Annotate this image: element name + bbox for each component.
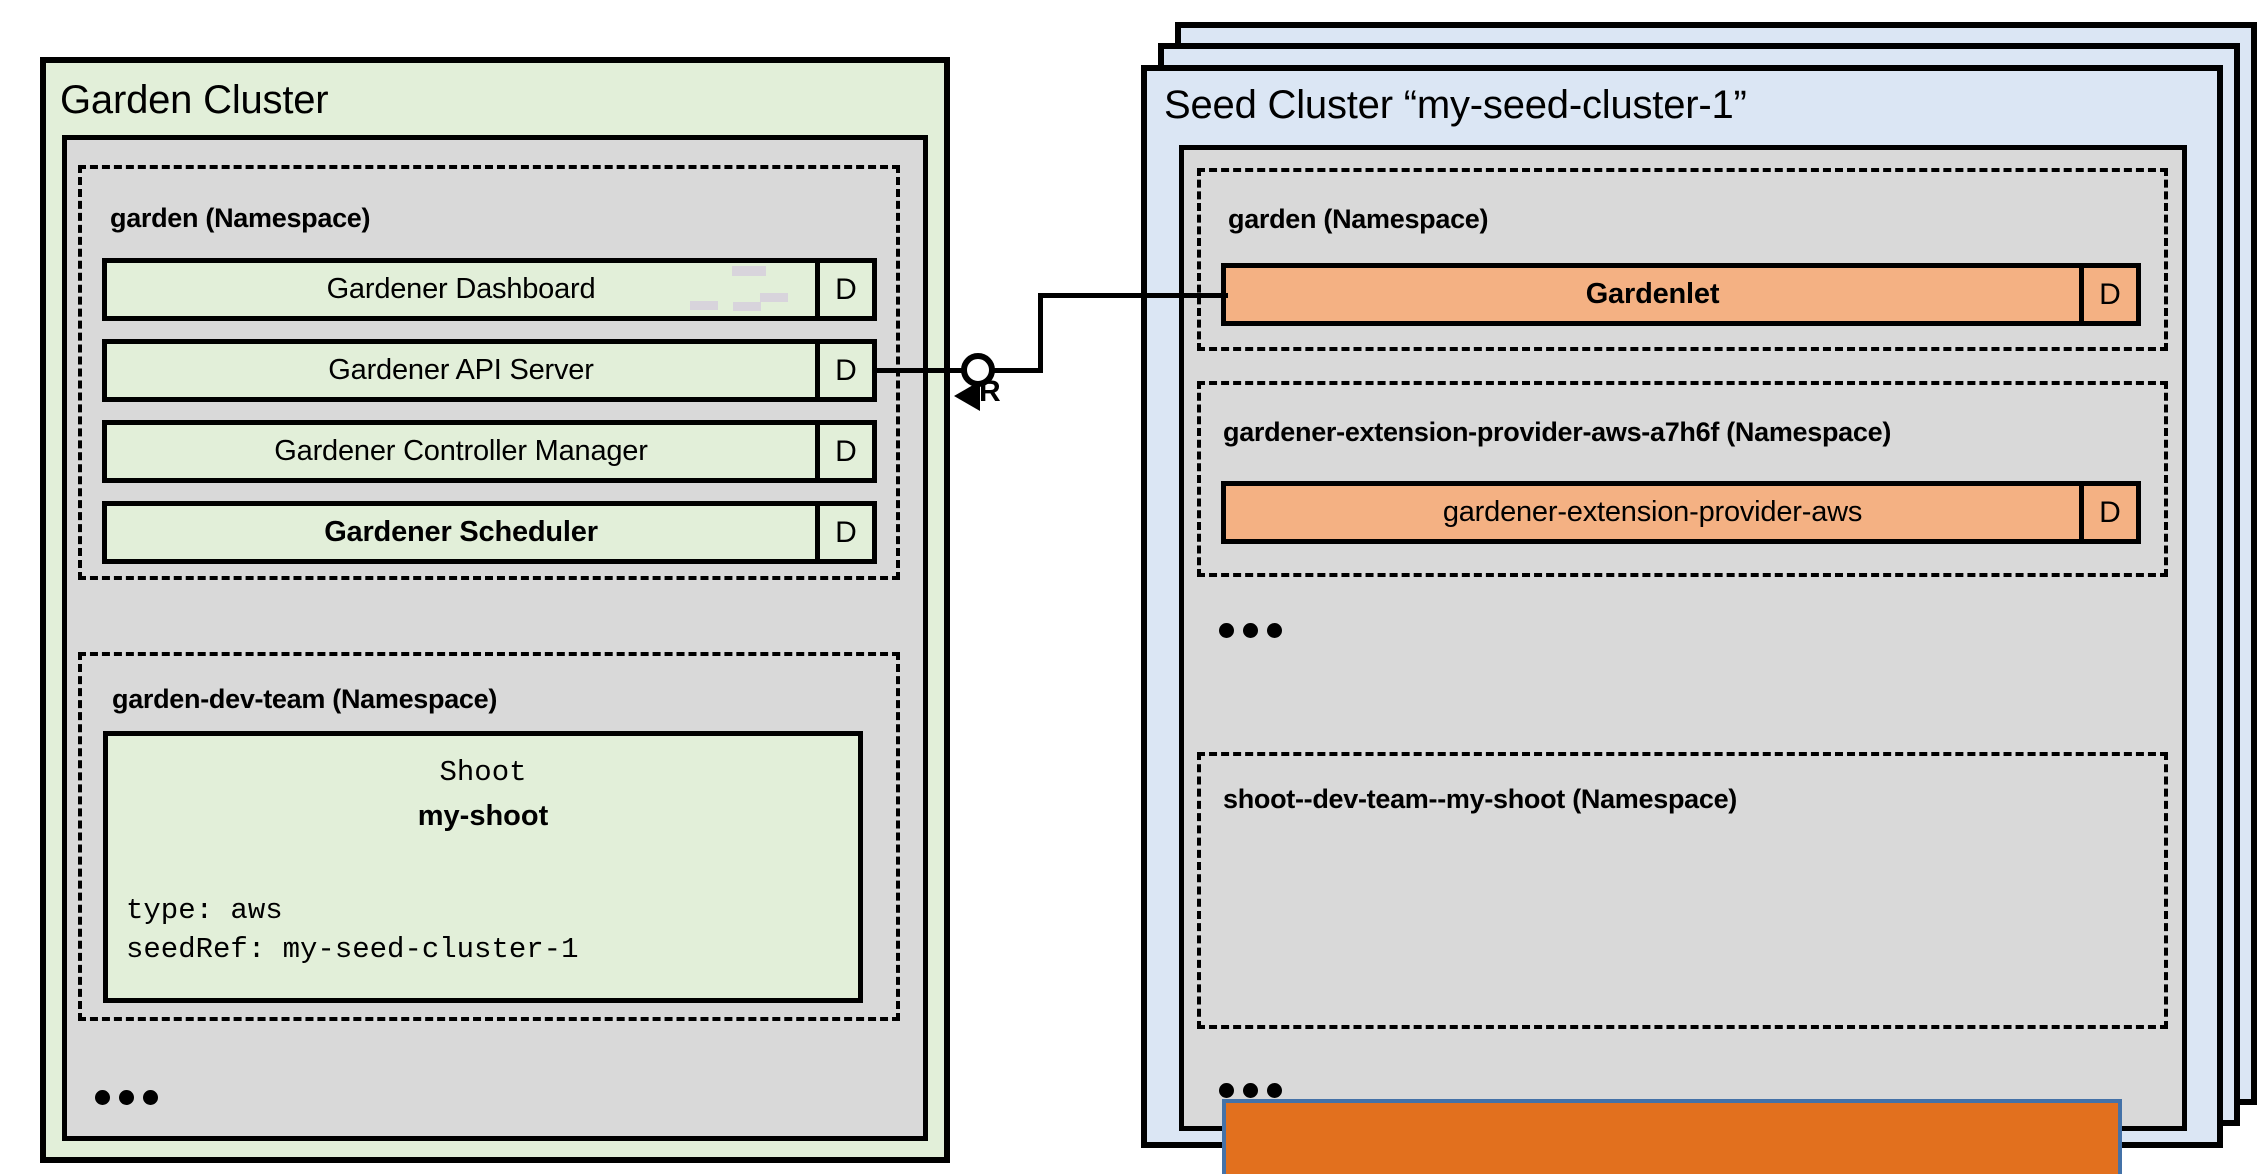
seed-namespace-extension-provider-aws — [1197, 381, 2168, 577]
component-gardener-api-server-kind: D — [815, 344, 872, 397]
component-gardener-extension-provider-aws[interactable]: gardener-extension-provider-aws D — [1221, 481, 2141, 544]
component-gardenlet[interactable]: Gardenlet D — [1221, 263, 2141, 326]
artifact-smudge — [732, 266, 766, 276]
component-gardener-extension-provider-aws-kind: D — [2079, 486, 2136, 539]
resource-shoot-name: my-shoot — [417, 800, 549, 832]
component-gardener-api-server-label: Gardener API Server — [107, 344, 815, 397]
seed-cluster-more-indicator-bottom — [1219, 1083, 1282, 1098]
connector-relation-label: R — [979, 375, 1001, 408]
component-gardener-controller-manager-label: Gardener Controller Manager — [107, 425, 815, 478]
seed-namespace-shoot-control-plane-title: shoot--dev-team--my-shoot (Namespace) — [1223, 784, 1737, 814]
component-gardenlet-kind: D — [2079, 268, 2136, 321]
connector-segment-horizontal-lower — [875, 368, 1043, 373]
component-gardener-dashboard-label: Gardener Dashboard — [107, 263, 815, 316]
component-gardenlet-label: Gardenlet — [1226, 268, 2079, 321]
seed-namespace-extension-provider-aws-title: gardener-extension-provider-aws-a7h6f (N… — [1223, 417, 1892, 447]
component-gardener-controller-manager[interactable]: Gardener Controller Manager D — [102, 420, 877, 483]
seed-cluster-title: Seed Cluster “my-seed-cluster-1” — [1164, 83, 1747, 127]
component-gardener-scheduler-kind: D — [815, 506, 872, 559]
component-gardener-scheduler[interactable]: Gardener Scheduler D — [102, 501, 877, 564]
component-gardener-dashboard[interactable]: Gardener Dashboard D — [102, 258, 877, 321]
garden-cluster-more-indicator — [95, 1090, 158, 1105]
artifact-smudge — [690, 301, 718, 310]
connector-arrow-icon — [954, 381, 980, 411]
artifact-smudge — [760, 293, 788, 302]
garden-namespace-dev-team — [78, 652, 900, 1021]
garden-namespace-dev-team-title: garden-dev-team (Namespace) — [112, 684, 498, 714]
component-gardener-scheduler-label: Gardener Scheduler — [107, 506, 815, 559]
seed-namespace-shoot-control-plane — [1197, 752, 2168, 1029]
connector-segment-horizontal-upper — [1038, 293, 1228, 298]
resource-shoot-kind: Shoot — [439, 756, 527, 789]
garden-namespace-garden-title: garden (Namespace) — [110, 203, 371, 233]
component-gardener-api-server[interactable]: Gardener API Server D — [102, 339, 877, 402]
resource-shoot-my-shoot[interactable]: Shoot my-shoot type: aws seedRef: my-see… — [103, 731, 863, 1003]
artifact-smudge — [733, 302, 761, 311]
resource-shoot-spec: type: aws seedRef: my-seed-cluster-1 — [126, 894, 579, 967]
seed-namespace-garden-title: garden (Namespace) — [1228, 204, 1489, 234]
seed-cluster-more-indicator-middle — [1219, 623, 1282, 638]
garden-cluster-title: Garden Cluster — [60, 78, 329, 122]
component-gardener-controller-manager-kind: D — [815, 425, 872, 478]
component-gardener-dashboard-kind: D — [815, 263, 872, 316]
component-gardener-extension-provider-aws-label: gardener-extension-provider-aws — [1226, 486, 2079, 539]
seed-namespace-garden — [1197, 168, 2168, 351]
connector-segment-vertical — [1038, 293, 1043, 373]
shoot-cluster-control-plane[interactable]: Shoot Cluster Control Plane — [1222, 1099, 2122, 1174]
